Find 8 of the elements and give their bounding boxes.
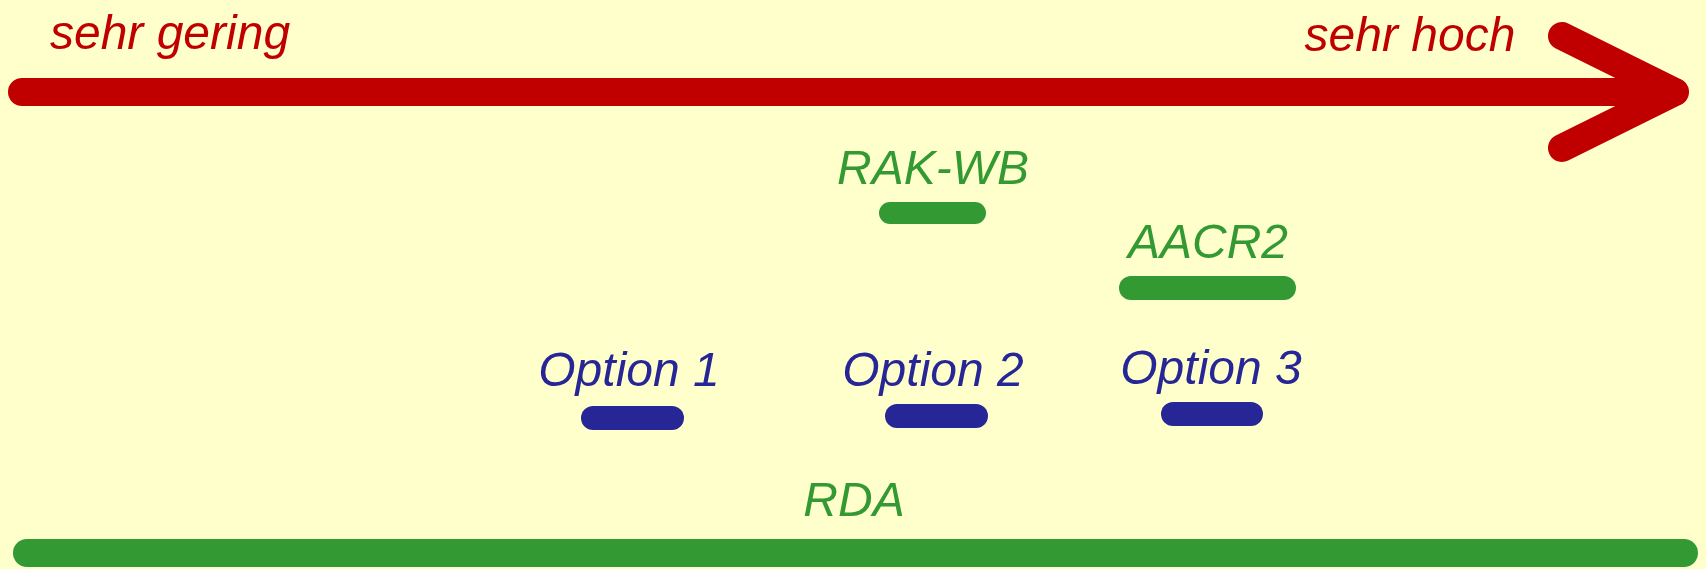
standard-label: AACR2 bbox=[1127, 218, 1289, 266]
standard-label: RDA bbox=[803, 476, 905, 524]
standard-label: RAK-WB bbox=[837, 144, 1029, 192]
scale-end-label: sehr hoch bbox=[1304, 11, 1516, 59]
standard-label: Option 3 bbox=[1120, 344, 1302, 392]
scale-end-label: sehr gering bbox=[49, 9, 291, 57]
standard-label: Option 1 bbox=[538, 346, 720, 394]
standard-label: Option 2 bbox=[842, 346, 1024, 394]
